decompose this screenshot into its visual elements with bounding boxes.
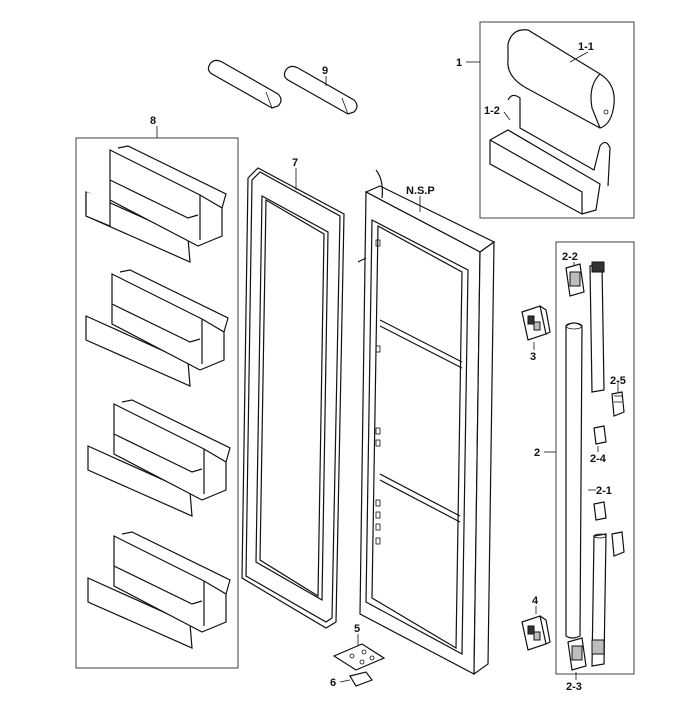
tube-upper <box>589 263 605 393</box>
dispenser-group-frame <box>555 241 635 675</box>
label-hinge-plate: 5 <box>354 623 360 635</box>
label-tube-top-clip: 2-2 <box>562 251 578 263</box>
door-guards-group: 8 <box>75 115 239 669</box>
hinge-plate <box>332 643 386 671</box>
caps-parts: 3 4 <box>521 305 551 651</box>
tube-clip-lower <box>593 501 607 521</box>
label-door-nsp: N.S.P <box>406 185 435 197</box>
tube-mid-clip <box>593 425 607 445</box>
door-guard-1 <box>85 145 227 263</box>
label-dispenser-group: 2 <box>534 447 540 459</box>
guard-bars-group: 9 <box>207 59 358 115</box>
label-tube-connector: 2-5 <box>610 375 626 387</box>
door-guard-2 <box>85 269 229 387</box>
bin-group: 1 1-1 1-2 <box>456 21 635 219</box>
label-lower-cap: 4 <box>532 595 539 607</box>
label-upper-cap: 3 <box>530 351 536 363</box>
tube-connector <box>611 391 625 417</box>
label-bin-group: 1 <box>456 57 462 69</box>
bin-group-frame <box>479 21 635 219</box>
label-tube-main: 2-1 <box>596 485 612 497</box>
guard-bar-left <box>207 59 282 109</box>
gasket-part: 7 <box>241 157 345 629</box>
guard-bar-right <box>283 65 358 115</box>
tube-main <box>565 322 583 639</box>
label-hinge-pin: 6 <box>330 677 336 689</box>
label-bin-case: 1-2 <box>484 105 500 117</box>
dispenser-group: 2 2-2 2-5 2-4 2-1 2-3 <box>534 241 635 693</box>
label-guard-bars: 9 <box>322 65 328 77</box>
hinge-pin <box>349 671 373 687</box>
hinge-parts: 5 6 <box>330 623 386 689</box>
label-tube-mid-clip: 2-4 <box>590 453 607 465</box>
label-door-guards: 8 <box>150 115 156 127</box>
label-tube-bottom-clip: 2-3 <box>566 681 582 693</box>
bin-cover <box>507 29 615 129</box>
bin-case <box>489 129 601 215</box>
label-bin-cover: 1-1 <box>578 41 594 53</box>
tube-connector-lower <box>611 531 625 557</box>
door-assembly: N.S.P <box>357 169 496 676</box>
door-guard-3 <box>87 399 231 517</box>
door-guard-4 <box>87 531 231 649</box>
label-gasket: 7 <box>292 157 298 169</box>
tube-lower <box>591 533 607 667</box>
